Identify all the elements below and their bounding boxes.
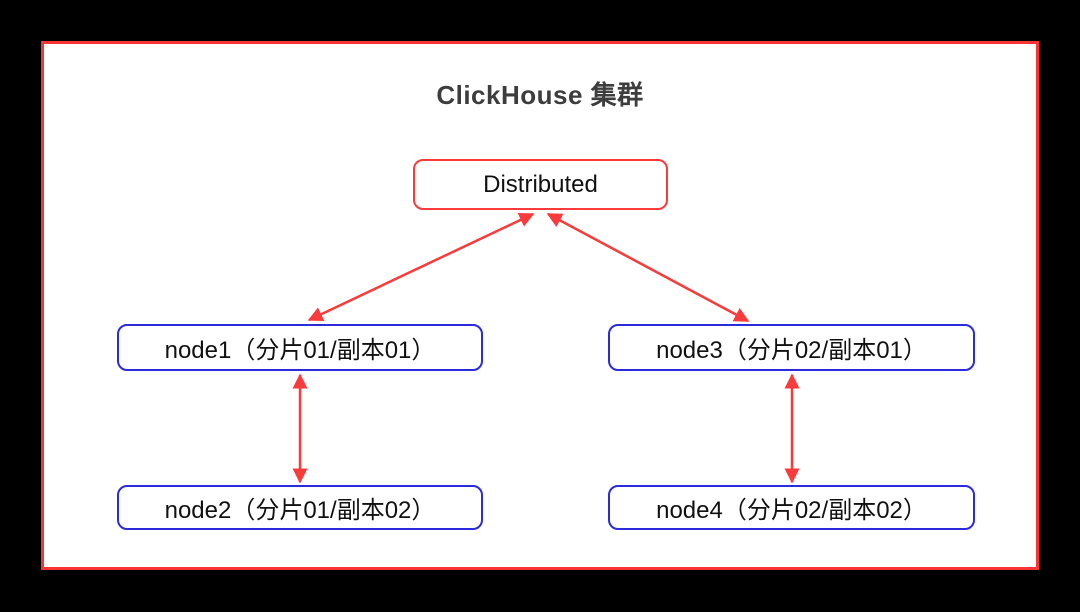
distributed-node: Distributed: [413, 159, 668, 210]
node1-box: node1（分片01/副本01）: [117, 324, 483, 371]
node2-box: node2（分片01/副本02）: [117, 485, 483, 530]
edge-distributed-node3: [546, 212, 750, 323]
diagram-title: ClickHouse 集群: [436, 80, 644, 110]
node4-box: node4（分片02/副本02）: [608, 485, 975, 530]
edge-distributed-node1: [307, 212, 535, 322]
node3-box: node3（分片02/副本01）: [608, 324, 975, 371]
diagram-panel: ClickHouse 集群 Distributed node1（分片01/副本0…: [41, 41, 1039, 570]
edges-layer: [292, 212, 800, 484]
